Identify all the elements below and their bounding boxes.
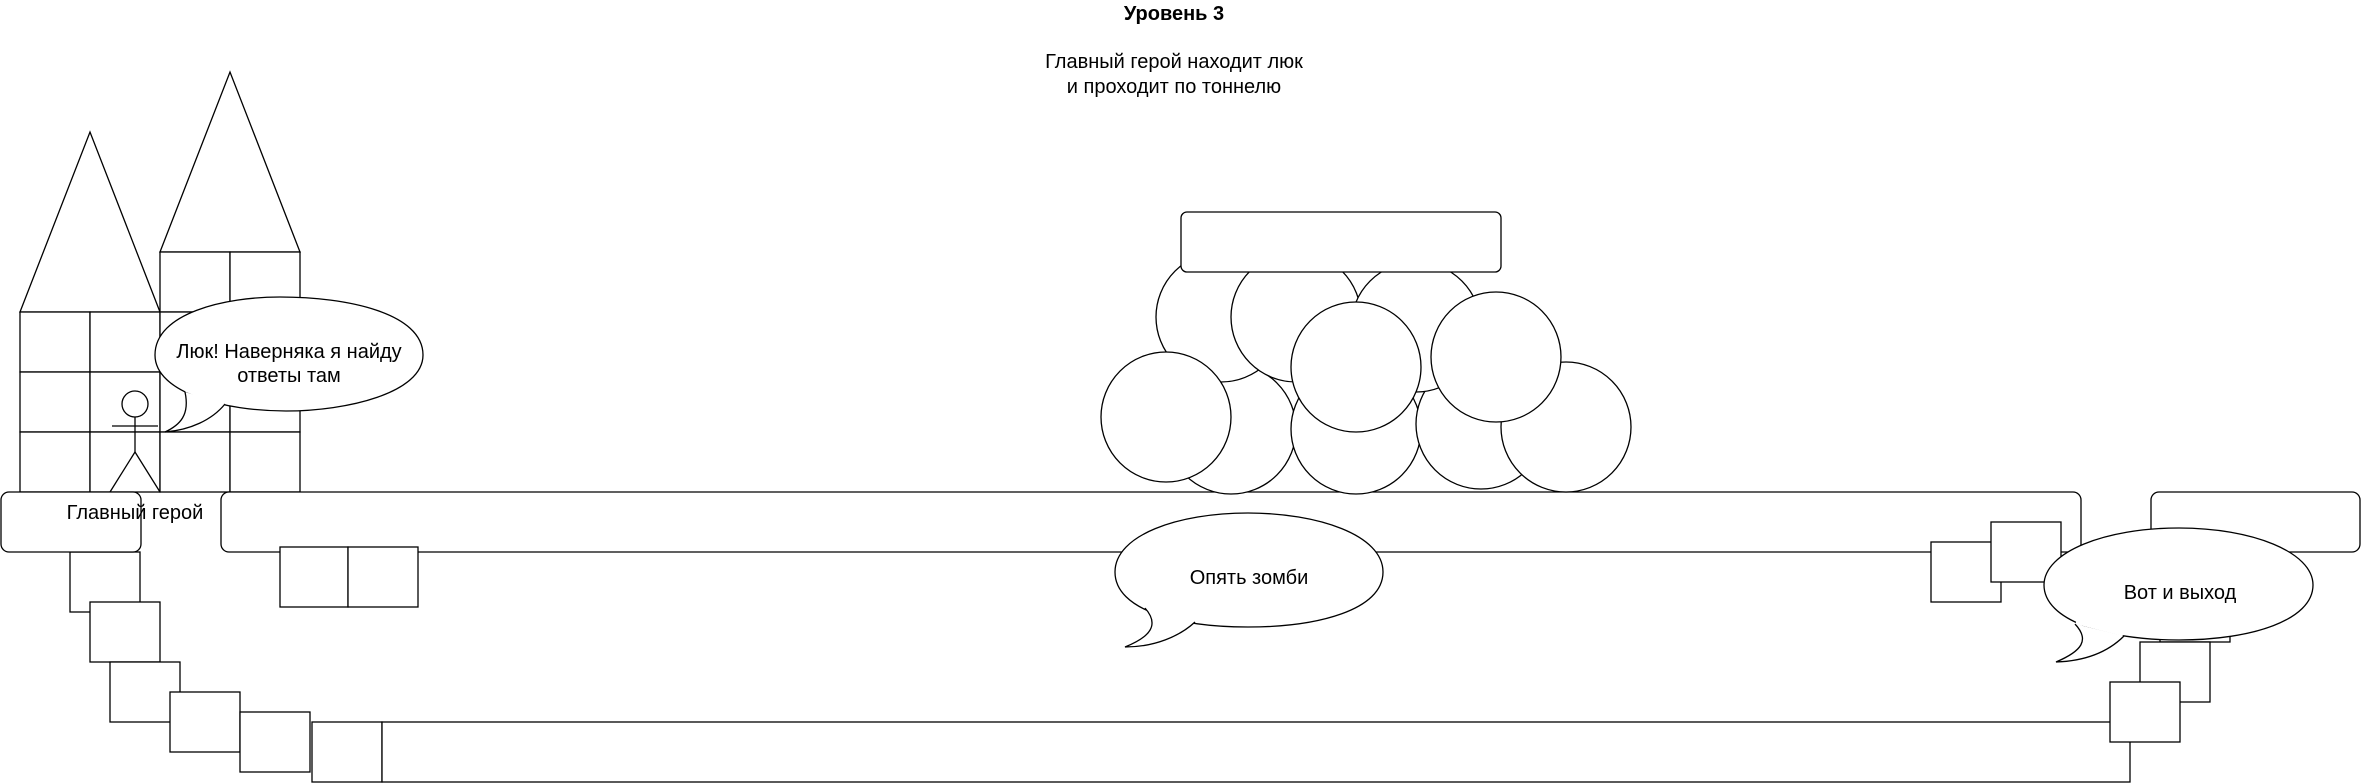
- zombie-speech-text: Опять зомби: [1190, 567, 1309, 589]
- hero-speech-line-1: Люк! Наверняка я найду: [176, 341, 401, 363]
- hero-figure: [109, 390, 161, 493]
- zombie-sign: [1180, 211, 1502, 273]
- left-stairs: [69, 551, 311, 773]
- level-title: Уровень 3: [1124, 3, 1224, 25]
- level-description-line-2: и проходит по тоннелю: [1067, 76, 1281, 98]
- exit-speech-text: Вот и выход: [2124, 582, 2237, 604]
- hatch-platform: [0, 491, 142, 553]
- exit-speech-bubble: [2043, 527, 2314, 663]
- hero-speech-bubble: [154, 296, 424, 433]
- left-tower: [19, 130, 161, 493]
- hero-speech-line-2: ответы там: [237, 365, 341, 387]
- hero-label: Главный герой: [67, 502, 204, 524]
- zombie-crowd: [1100, 251, 1632, 495]
- tunnel-floor: [311, 721, 2131, 783]
- zombie-speech-bubble: [1114, 512, 1384, 648]
- level-description-line-1: Главный герой находит люк: [1045, 51, 1303, 73]
